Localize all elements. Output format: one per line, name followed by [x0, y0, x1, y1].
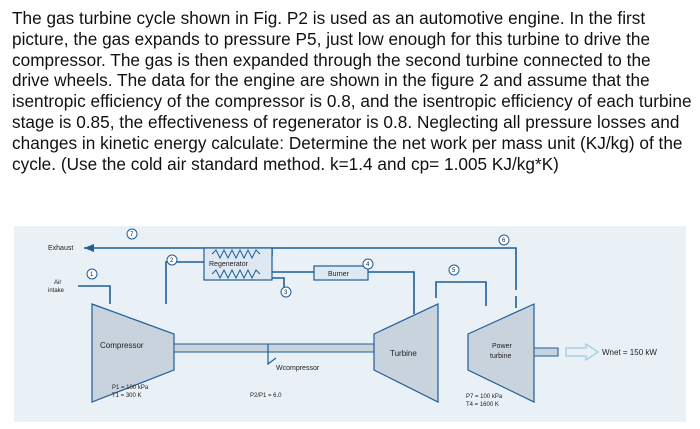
air-intake-pipe [78, 285, 111, 304]
inlet-pressure-label: P1 = 100 kPa [112, 385, 149, 391]
state-1-marker [86, 268, 98, 280]
state-6-marker [498, 234, 510, 246]
gas-turbine-diagram: Regenerator Burner Compressor Wcompresso… [14, 226, 686, 422]
state-3-marker [280, 286, 292, 298]
burner-to-turbine [368, 271, 415, 314]
regenerator-hot-out [272, 277, 285, 290]
regenerator-coil-bottom [211, 268, 261, 280]
w-net-arrow [565, 342, 600, 362]
w-compressor-label: Wcompressor [276, 365, 320, 372]
state-4-label: 4 [366, 262, 370, 268]
burner [313, 265, 369, 281]
state-5-label: 5 [452, 268, 456, 274]
state-1-label: 1 [90, 272, 94, 278]
exhaust-label: Exhaust [48, 245, 73, 252]
state-2-marker [166, 254, 178, 266]
exit-temperature-label: T4 = 1600 K [466, 402, 499, 408]
air-intake-label-1: Air [54, 280, 61, 286]
state-4-marker [362, 258, 374, 270]
regenerator-label: Regenerator [209, 261, 249, 268]
problem-statement: The gas turbine cycle shown in Fig. P2 i… [12, 8, 692, 174]
state-6-label: 6 [502, 238, 506, 244]
regenerator-coil-top [211, 248, 261, 260]
output-shaft [533, 347, 559, 357]
state-3-label: 3 [284, 290, 288, 296]
w-compressor-arrow [267, 344, 277, 366]
pressure-ratio-label: P2/P1 = 6.0 [250, 393, 282, 399]
compressor [91, 303, 175, 403]
compressor-exit-pipe [165, 261, 204, 304]
state-2-label: 2 [170, 258, 174, 264]
power-turbine-label-2: turbine [490, 353, 512, 360]
exhaust-arrow [84, 244, 94, 252]
power-turbine [467, 303, 535, 403]
power-turbine-label-1: Power [492, 343, 513, 350]
turbine [373, 303, 439, 403]
turbine-to-power-turbine [435, 281, 487, 306]
compressor-label: Compressor [100, 341, 144, 350]
turbine-label: Turbine [390, 349, 417, 358]
air-intake-label-2: intake [48, 288, 65, 294]
state-7-marker [126, 228, 138, 240]
inlet-temperature-label: T1 = 300 K [112, 393, 142, 399]
state-5-marker [448, 264, 460, 276]
state-7-label: 7 [130, 232, 134, 238]
shaft-compressor-turbine [173, 343, 375, 353]
burner-label: Burner [328, 271, 350, 278]
exit-pressure-label: P7 = 100 kPa [466, 394, 503, 400]
w-net-label: Wnet = 150 kW [602, 348, 657, 357]
